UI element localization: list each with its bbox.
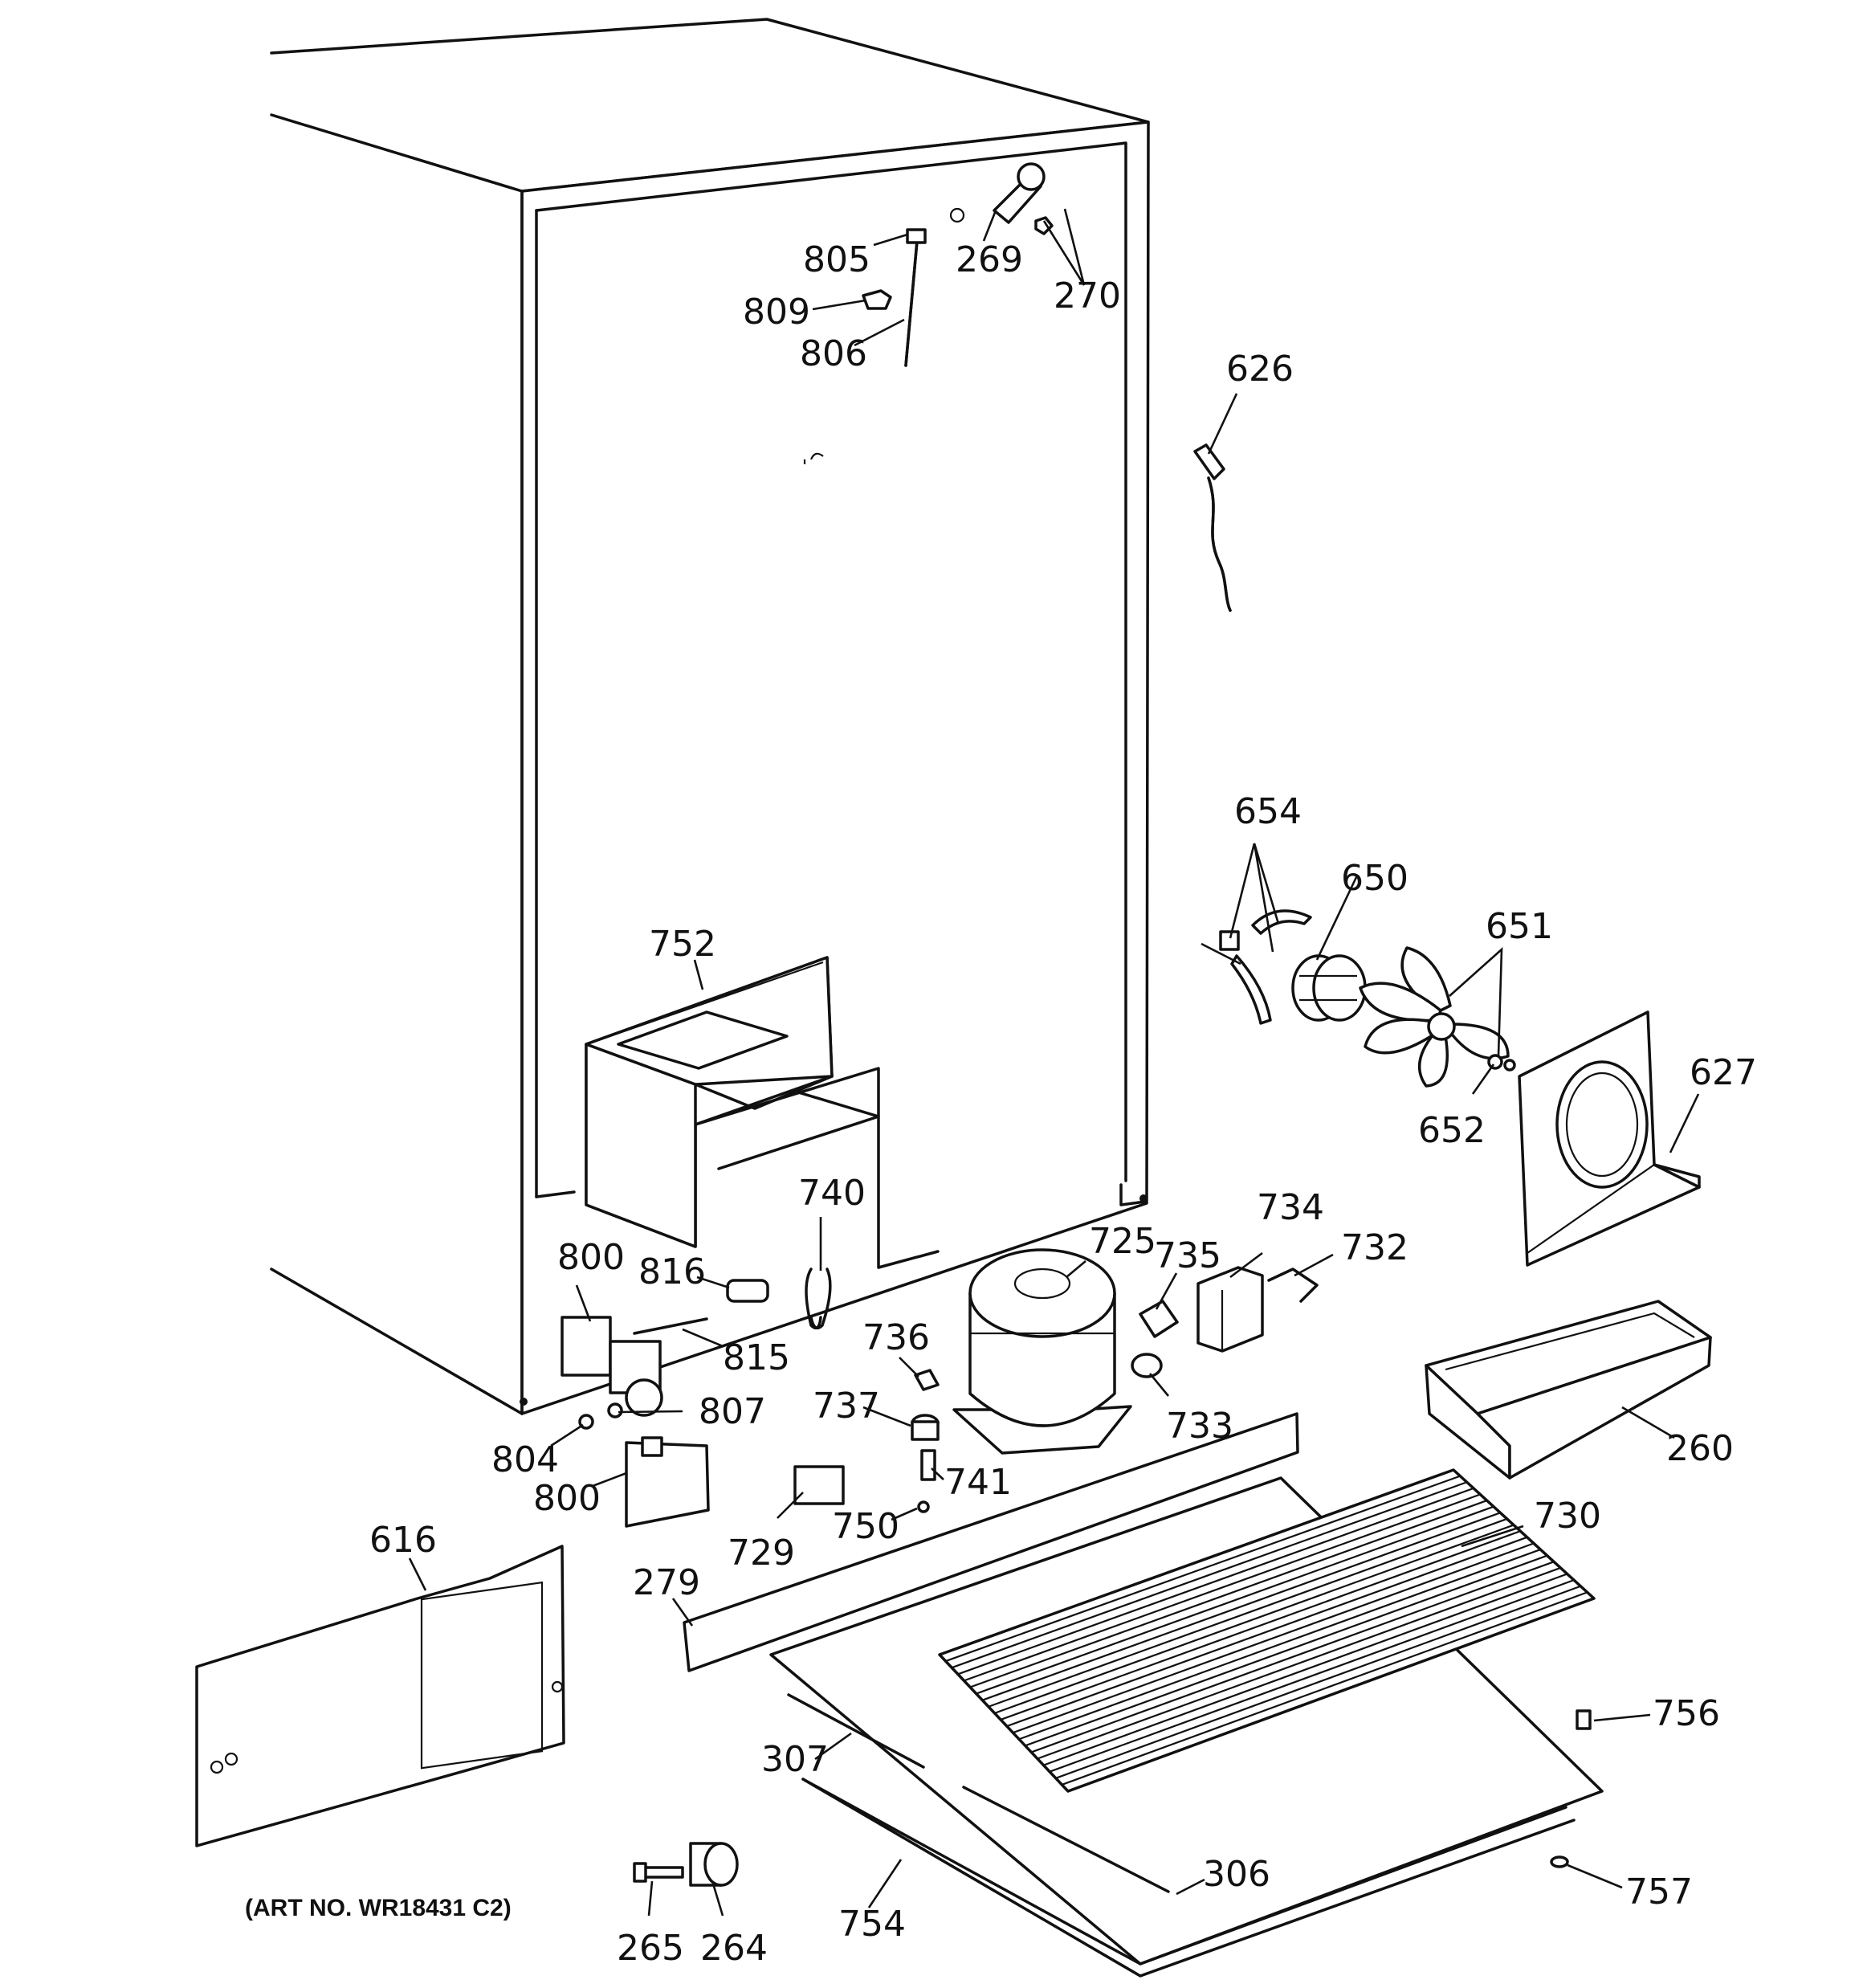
coil-tube	[1030, 1561, 1555, 1753]
coil-tube	[969, 1500, 1488, 1688]
label-265: 265	[617, 1928, 684, 1969]
label-626: 626	[1226, 349, 1294, 390]
coil-tube	[976, 1505, 1494, 1695]
label-750: 750	[832, 1506, 899, 1547]
label-270: 270	[1054, 276, 1121, 316]
part-800-water-valve	[561, 1316, 708, 1417]
part-279-base-rail	[683, 1412, 1299, 1672]
part-816-fitting	[726, 1279, 769, 1303]
coil-tube	[1043, 1573, 1568, 1766]
part-804-807-nuts	[578, 1402, 623, 1430]
coil-tube	[1037, 1566, 1561, 1760]
part-651-fan-blade	[1359, 946, 1516, 1088]
part-734-relay-cover	[1196, 1266, 1264, 1353]
label-807: 807	[699, 1391, 766, 1432]
part-725-compressor	[952, 1248, 1132, 1455]
parts-water-tube-group	[862, 162, 1054, 367]
coil-tube	[1013, 1542, 1535, 1734]
coil-tube	[1000, 1530, 1521, 1721]
part-labels: 805 809 806 269 270 626 654 650 651 652 …	[369, 239, 1757, 1969]
label-741: 741	[944, 1462, 1012, 1503]
coil-tube	[994, 1524, 1514, 1714]
part-733-relay	[1131, 1353, 1163, 1378]
part-730-condenser-coil	[938, 1468, 1596, 1793]
coil-tube	[1055, 1585, 1581, 1779]
label-651: 651	[1486, 906, 1553, 947]
label-805: 805	[803, 239, 870, 280]
art-number-caption: (ART NO. WR18431 C2)	[245, 1895, 512, 1921]
label-806: 806	[800, 333, 867, 374]
coil-tube	[945, 1475, 1461, 1663]
label-264: 264	[700, 1928, 768, 1969]
label-734: 734	[1257, 1187, 1324, 1228]
coil-tube	[988, 1517, 1508, 1708]
label-804: 804	[491, 1439, 559, 1480]
label-737: 737	[813, 1386, 880, 1427]
label-306: 306	[1203, 1854, 1270, 1895]
label-652: 652	[1418, 1110, 1486, 1151]
label-616: 616	[369, 1520, 437, 1561]
part-264-bumper	[689, 1842, 739, 1887]
label-729: 729	[728, 1533, 795, 1574]
part-626-power-cord	[1193, 443, 1232, 612]
part-260-drain-pan	[1425, 1300, 1712, 1480]
label-752: 752	[649, 924, 716, 965]
part-735-overload	[1139, 1300, 1179, 1338]
label-800-valve: 800	[557, 1237, 625, 1278]
label-735: 735	[1154, 1235, 1221, 1276]
refrigerator-cabinet	[270, 18, 1150, 1415]
part-265-screw	[633, 1862, 684, 1883]
label-307: 307	[761, 1739, 829, 1780]
part-650-fan-motor	[1291, 954, 1367, 1022]
label-732: 732	[1341, 1227, 1408, 1268]
leader-lines	[408, 208, 1700, 1917]
coil-tube	[957, 1487, 1474, 1676]
label-757: 757	[1625, 1872, 1693, 1912]
coil-tube	[1067, 1597, 1595, 1793]
part-732-clip	[1267, 1268, 1319, 1303]
label-627: 627	[1690, 1052, 1757, 1093]
coil-tube	[1062, 1591, 1588, 1786]
part-729-capacitor	[793, 1465, 845, 1505]
coil-tube	[939, 1468, 1454, 1656]
label-730: 730	[1534, 1496, 1601, 1537]
label-650: 650	[1341, 858, 1408, 899]
part-736-737-741-750-parts	[911, 1369, 940, 1513]
label-756: 756	[1653, 1693, 1720, 1734]
part-740-hook	[805, 1268, 832, 1330]
coil-tube	[1025, 1554, 1548, 1747]
label-654: 654	[1234, 791, 1302, 832]
coil-tube	[1006, 1536, 1528, 1728]
label-725: 725	[1089, 1221, 1156, 1262]
label-733: 733	[1166, 1406, 1233, 1447]
part-800-bracket	[625, 1436, 710, 1528]
coil-tube	[981, 1512, 1501, 1701]
label-260: 260	[1666, 1428, 1734, 1469]
coil-tube	[1018, 1549, 1541, 1741]
label-816: 816	[638, 1251, 706, 1292]
label-815: 815	[723, 1337, 790, 1378]
part-307-306-rods	[787, 1693, 1170, 1893]
part-752-duct	[585, 956, 880, 1248]
part-756-757-feet	[1550, 1709, 1592, 1868]
coil-tube	[951, 1481, 1468, 1669]
label-740: 740	[798, 1173, 866, 1214]
label-754: 754	[838, 1904, 906, 1945]
label-269: 269	[956, 239, 1023, 280]
label-800-bracket: 800	[533, 1478, 601, 1519]
label-279: 279	[633, 1562, 700, 1603]
coil-tube	[1049, 1579, 1575, 1773]
part-627-fan-shroud	[1518, 1010, 1701, 1267]
part-616-access-cover	[195, 1545, 565, 1847]
coil-tube	[964, 1493, 1481, 1682]
label-736: 736	[862, 1317, 930, 1358]
label-809: 809	[743, 292, 810, 333]
